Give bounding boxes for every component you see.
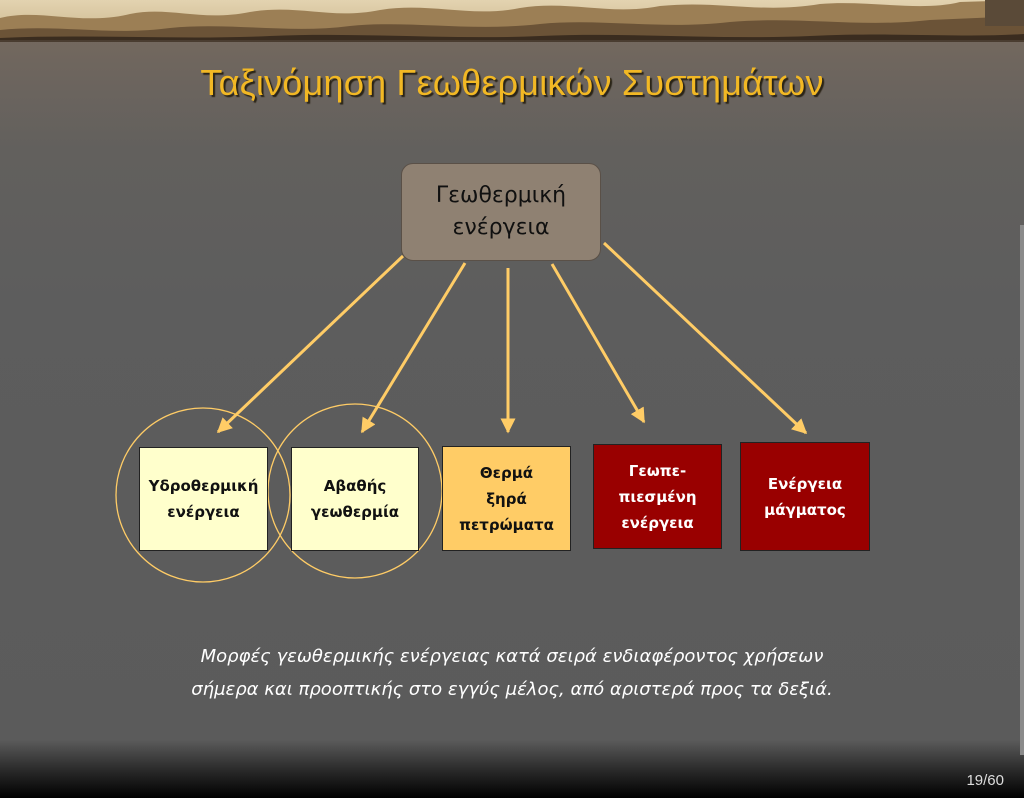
root-node-line-2: ενέργεια	[452, 215, 550, 240]
caption-line-1: Μορφές γεωθερμικής ενέργειας κατά σειρά …	[200, 646, 824, 667]
highlight-circle-1	[115, 407, 291, 583]
node-hydrothermal-energy: Υδροθερμική ενέργεια	[139, 447, 268, 551]
node-shallow-geothermal: Αβαθής γεωθερμία	[291, 447, 419, 551]
arrow-to-node-1	[216, 254, 405, 434]
page-number: 19/60	[966, 772, 1004, 789]
caption-line-2: σήμερα και προοπτικής στο εγγύς μέλος, α…	[191, 679, 833, 700]
root-node-line-1: Γεωθερμική	[435, 183, 567, 208]
slide-title: Ταξινόμηση Γεωθερμικών Συστημάτων	[200, 62, 824, 103]
right-edge-bar	[1020, 225, 1024, 755]
node-magma-energy: Ενέργεια μάγματος	[740, 442, 870, 551]
arrow-to-node-2	[360, 262, 467, 434]
banner-decoration	[0, 0, 1024, 42]
node-label: Ενέργεια μάγματος	[764, 474, 846, 519]
caption: Μορφές γεωθερμικής ενέργειας κατά σειρά …	[112, 640, 912, 706]
node-label: Υδροθερμική ενέργεια	[148, 477, 259, 521]
node-label: Θερμά ξηρά πετρώματα	[459, 463, 554, 534]
node-label: Γεωπε- πιεσμένη ενέργεια	[618, 461, 697, 532]
node-label: Αβαθής γεωθερμία	[310, 477, 400, 521]
node-geopressured-energy: Γεωπε- πιεσμένη ενέργεια	[593, 444, 722, 549]
arrow-to-node-4	[550, 263, 646, 424]
root-node: Γεωθερμική ενέργεια	[401, 163, 601, 261]
arrow-to-node-5	[602, 241, 808, 435]
node-hot-dry-rocks: Θερμά ξηρά πετρώματα	[442, 446, 571, 551]
